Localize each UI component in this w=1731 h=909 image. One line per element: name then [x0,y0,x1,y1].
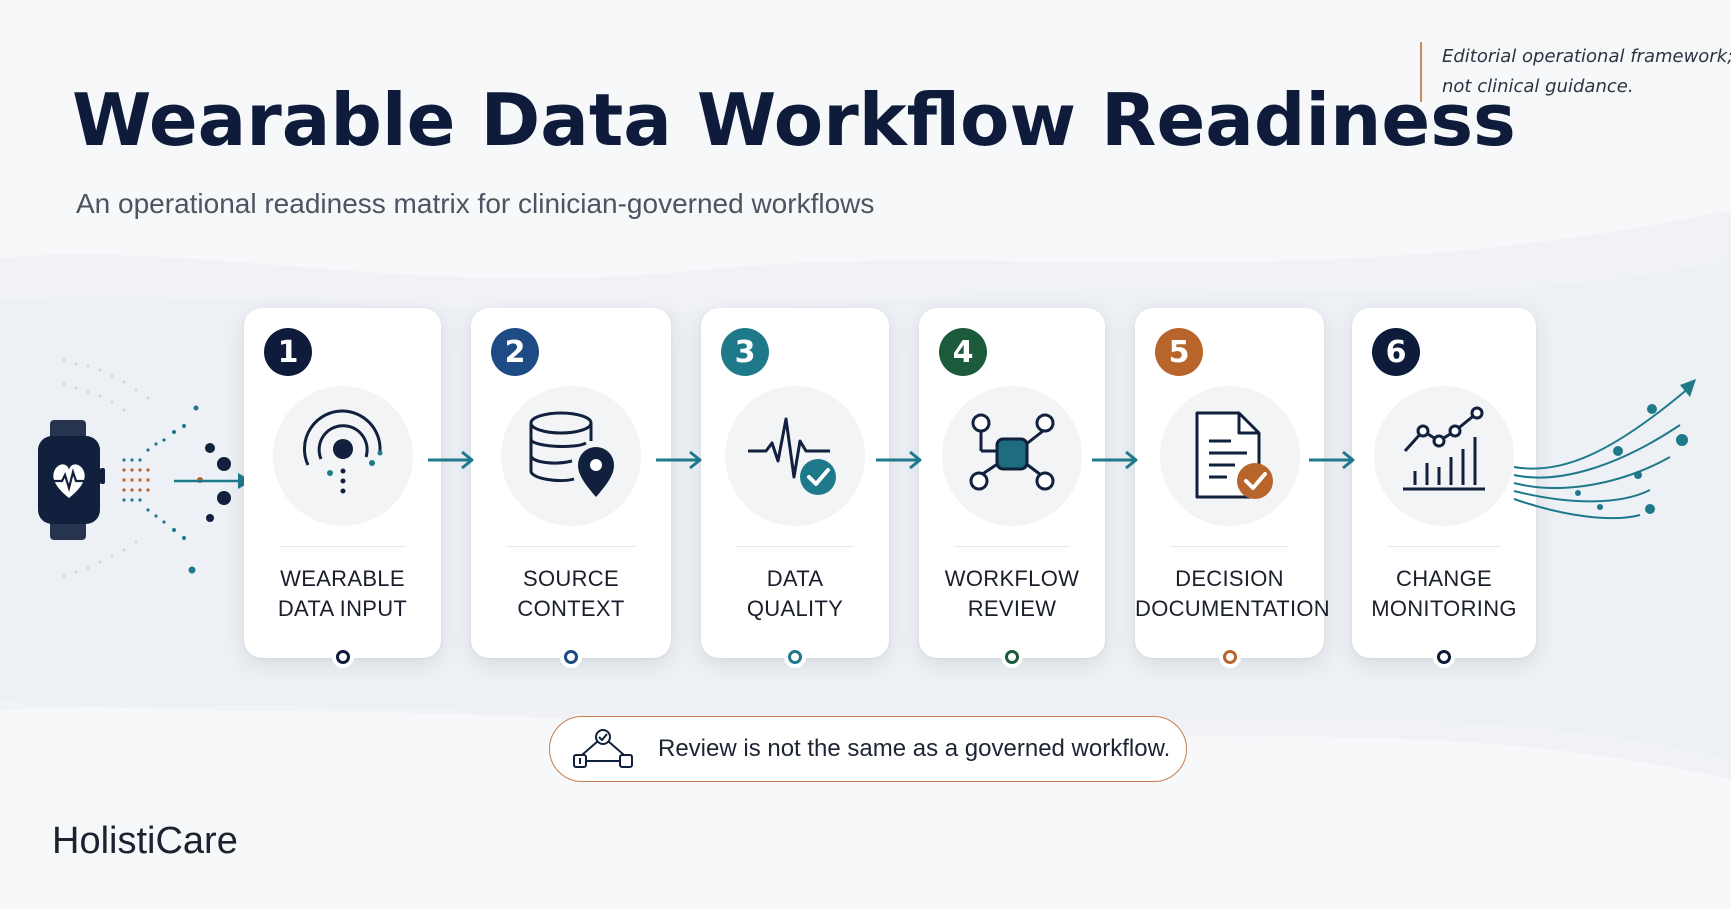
divider [954,546,1070,547]
step-number-badge: 6 [1372,328,1420,376]
step-number-badge: 1 [264,328,312,376]
step-card-3: 3 DATA QUALITY [701,308,889,668]
page-title: Wearable Data Workflow Readiness [72,78,1516,162]
divider [506,546,636,547]
step-marker-dot [1001,646,1023,668]
step-marker-dot [1218,646,1241,668]
step-label-line-2: QUALITY [746,596,844,621]
disclaimer-note: Editorial operational framework; not cli… [1420,42,1731,102]
step-label: WORKFLOW REVIEW [919,564,1105,624]
callout-banner: Review is not the same as a governed wor… [549,716,1187,782]
smartwatch-icon [38,358,252,578]
divider [279,546,406,547]
step-card-5: 5 DECISION DOCUMENTATION [1135,308,1330,668]
step-label-line-2: CONTEXT [517,596,625,621]
icon-background [1159,386,1300,526]
step-number-badge: 4 [939,328,987,376]
step-card-1: 1 WEARABLE DATA INPUT [244,308,441,668]
database-location-icon [529,411,614,497]
step-card-4: 4 WORKFLOW REVIEW [919,308,1105,668]
flow-arrow-3 [876,450,922,470]
brand-logo: HolistiCare [52,820,238,862]
trend-chart-icon [1403,406,1485,491]
icon-background [725,386,865,526]
icon-background [501,386,641,526]
step-card-2: 2 SOURCE CONTEXT [471,308,671,668]
approval-flow-icon [573,729,633,768]
step-label-line-2: MONITORING [1371,596,1517,621]
step-marker-dot [784,646,806,668]
flow-arrow-2 [656,450,702,470]
step-label-line-1: DECISION [1175,566,1284,591]
step-marker-dot [560,646,582,668]
workflow-nodes-icon [969,413,1055,491]
disclaimer-line-1: Editorial operational framework; [1442,46,1731,67]
signal-radar-icon [302,409,382,494]
icon-background [942,386,1082,526]
step-label-line-1: CHANGE [1396,566,1492,591]
step-label-line-2: DATA INPUT [277,596,408,621]
icon-background [1374,386,1514,526]
step-number-badge: 3 [721,328,769,376]
document-check-icon [1195,411,1273,499]
step-number-badge: 5 [1155,328,1203,376]
step-label-line-1: WORKFLOW [944,566,1080,591]
step-label-line-2: DOCUMENTATION [1135,596,1330,621]
step-label-line-1: WEARABLE [280,566,405,591]
output-stream-icon [1513,379,1696,520]
step-label-line-2: REVIEW [967,596,1057,621]
flow-arrow-5 [1309,450,1355,470]
step-card-6: 6 CHANGE MONITORING [1352,308,1536,668]
step-label: SOURCE CONTEXT [471,564,671,624]
flow-arrow-1 [428,450,474,470]
step-marker-dot [331,646,354,668]
divider [1170,546,1289,547]
flow-arrow-4 [1092,450,1138,470]
callout-text: Review is not the same as a governed wor… [658,735,1171,762]
step-label: WEARABLE DATA INPUT [244,564,441,624]
divider [736,546,854,547]
pulse-check-icon [748,417,836,495]
disclaimer-line-2: not clinical guidance. [1442,76,1634,97]
step-marker-dot [1433,646,1455,668]
step-number-badge: 2 [491,328,539,376]
step-label: DECISION DOCUMENTATION [1135,564,1330,624]
icon-background [272,386,413,526]
step-label-line-1: SOURCE [523,566,619,591]
step-label: DATA QUALITY [701,564,889,624]
step-label-line-1: DATA [766,566,824,591]
divider [1387,546,1501,547]
step-label: CHANGE MONITORING [1352,564,1536,624]
page-subtitle: An operational readiness matrix for clin… [76,188,875,219]
